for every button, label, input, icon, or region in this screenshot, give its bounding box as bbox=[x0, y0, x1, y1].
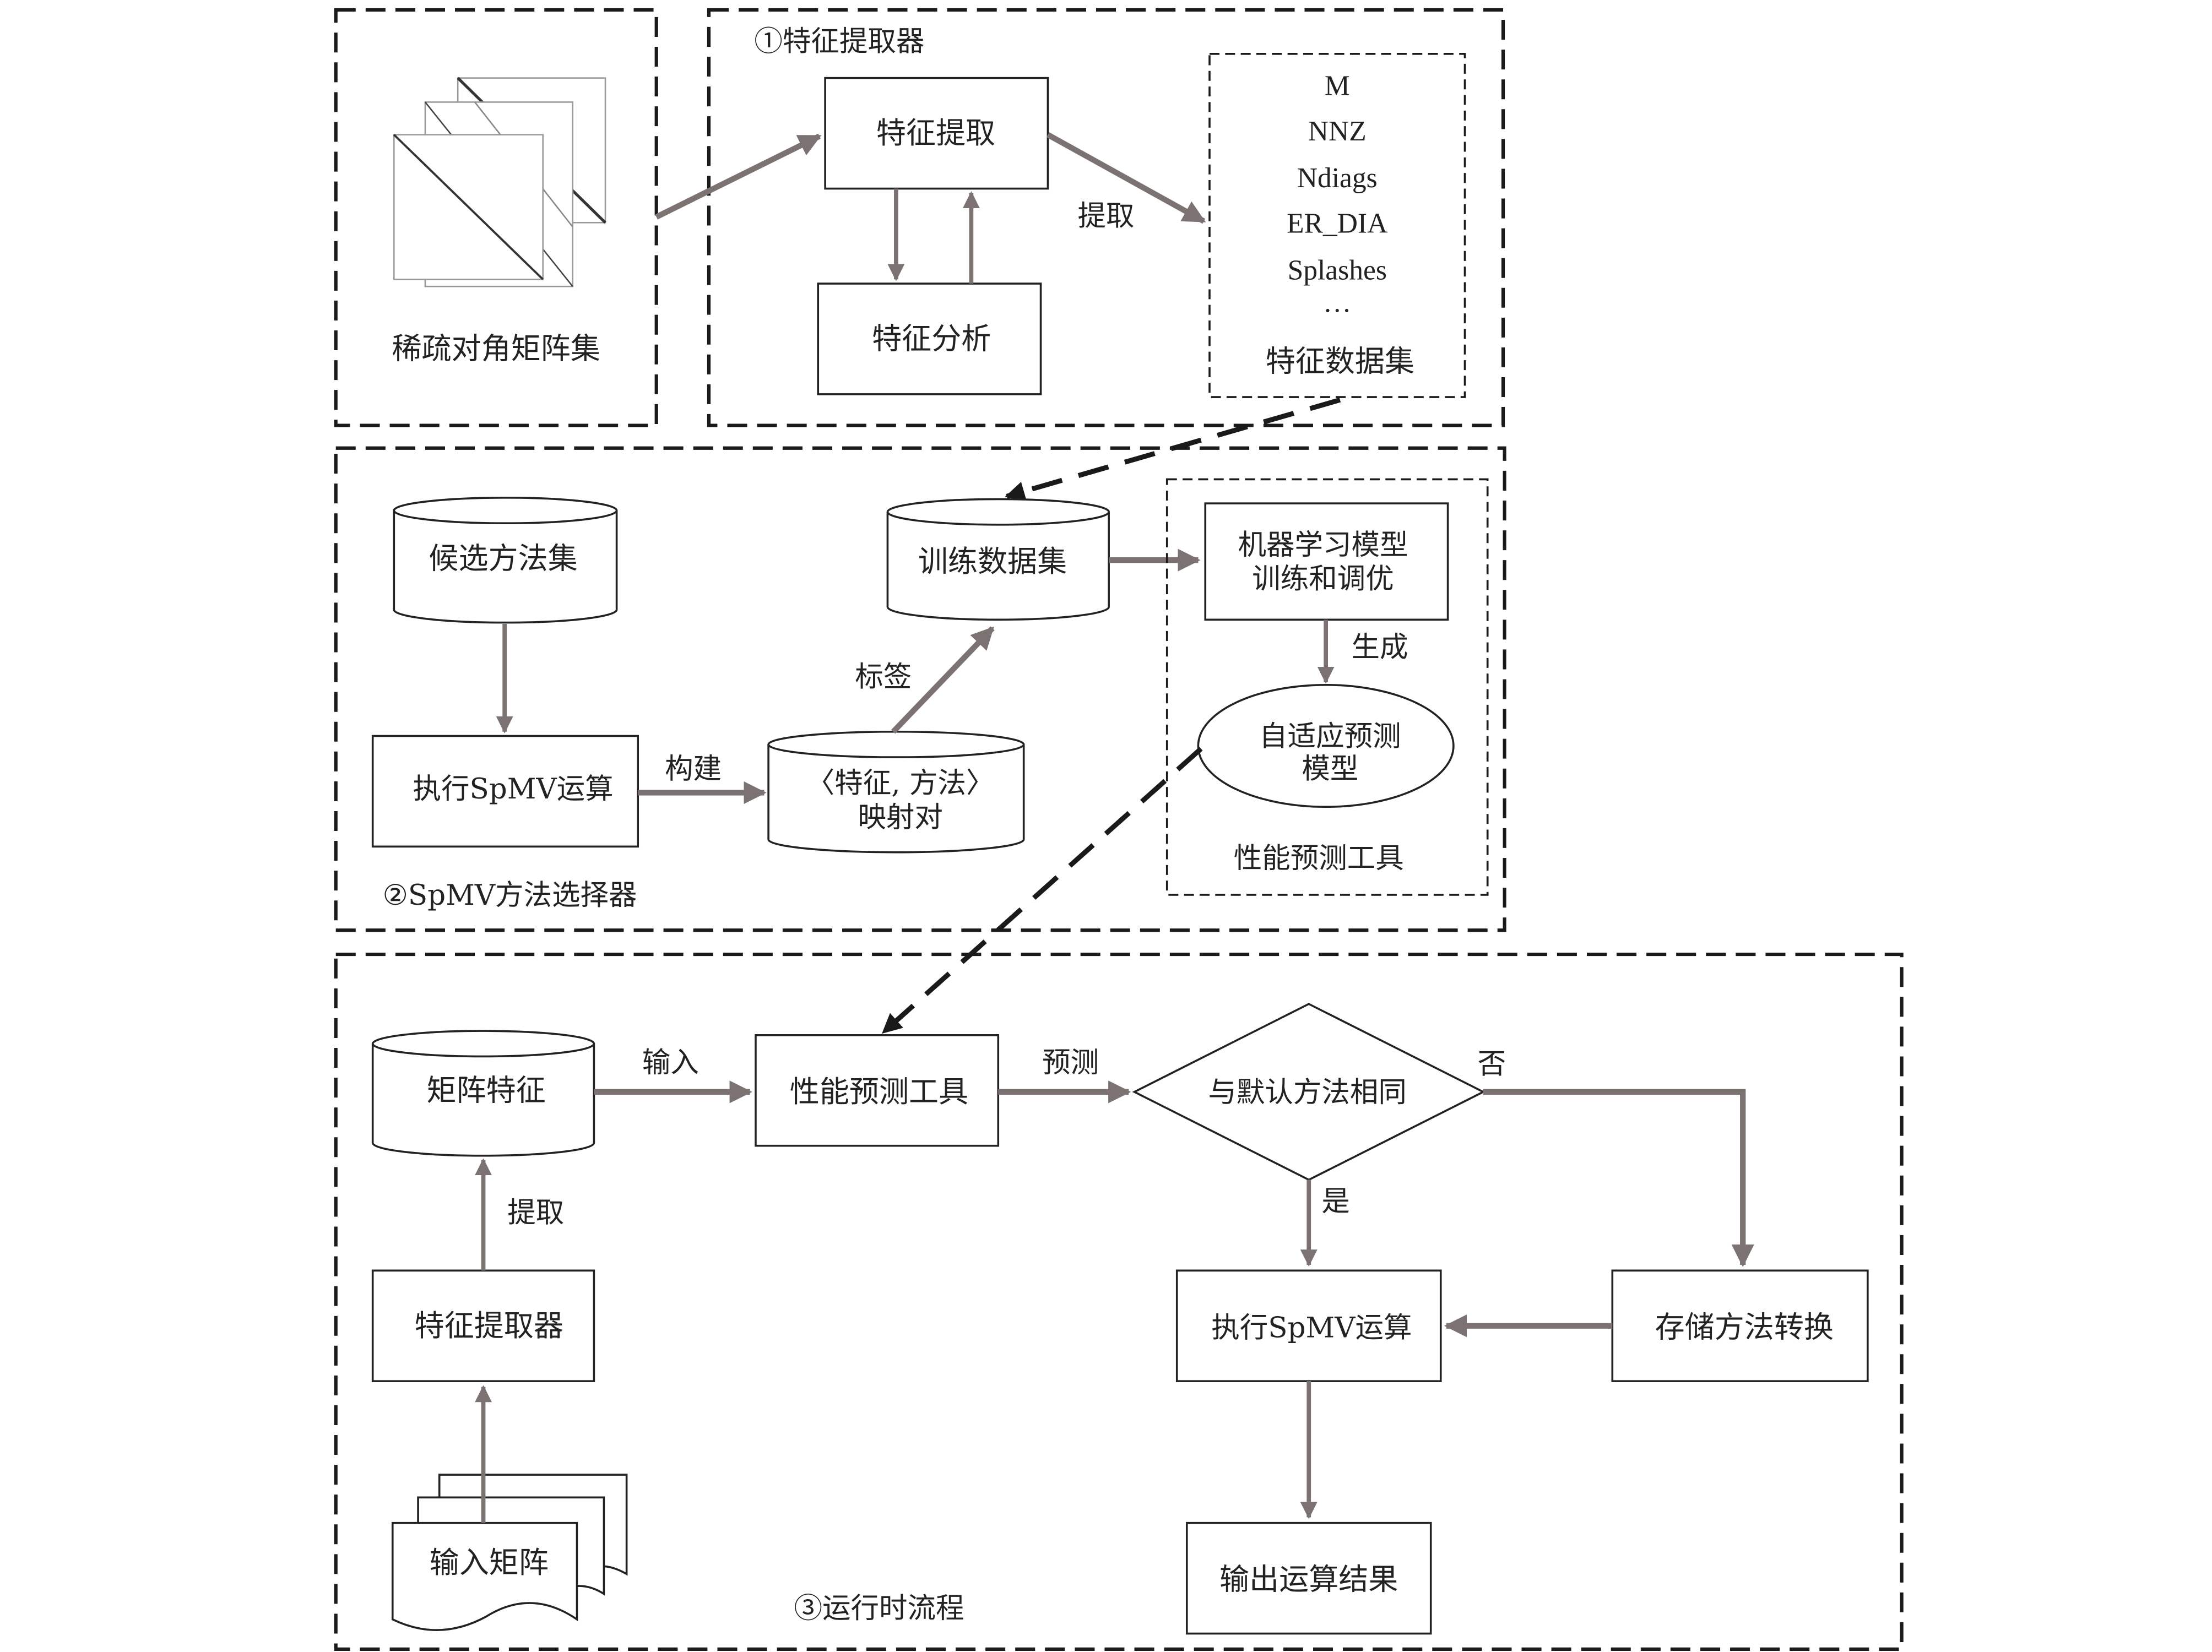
feature-dataset-label: 特征数据集 bbox=[1266, 344, 1414, 379]
feature-extractor-label: 特征提取器 bbox=[415, 1308, 563, 1343]
input-matrix-document-stack bbox=[391, 1474, 628, 1631]
output-result-box bbox=[1185, 1521, 1432, 1635]
decision-label: 与默认方法相同 bbox=[1208, 1076, 1407, 1109]
build-label: 构建 bbox=[665, 753, 722, 786]
arrow-extract-to-features bbox=[1046, 132, 1206, 224]
perf-tool-frame-label: 性能预测工具 bbox=[1234, 842, 1404, 875]
arrow-no-branch bbox=[1483, 1089, 1754, 1268]
candidate-methods-label: 候选方法集 bbox=[429, 541, 577, 576]
runtime-title: ③运行时流程 bbox=[794, 1592, 964, 1625]
training-dataset-label: 训练数据集 bbox=[918, 544, 1067, 579]
input-matrix-label: 输入矩阵 bbox=[430, 1545, 549, 1580]
generate-label: 生成 bbox=[1351, 631, 1408, 664]
feature-extract-label: 特征提取 bbox=[876, 116, 995, 150]
dashed-arrow-model-to-runtime bbox=[881, 747, 1203, 1035]
feature-dataset-frame bbox=[1208, 53, 1466, 398]
ml-train-label-2: 训练和调优 bbox=[1252, 563, 1394, 596]
mapping-pairs-label-2: 映射对 bbox=[858, 801, 943, 834]
feature-item: … bbox=[1323, 287, 1352, 319]
input-label: 输入 bbox=[642, 1046, 699, 1079]
extractor-frame bbox=[707, 8, 1505, 427]
exec-spmv-box-runtime bbox=[1175, 1269, 1442, 1382]
selector-frame bbox=[334, 446, 1506, 932]
extract-arrow-label: 提取 bbox=[1077, 199, 1134, 232]
mapping-pairs-label-1: 〈特征, 方法〉 bbox=[806, 767, 995, 800]
feature-analysis-label: 特征分析 bbox=[872, 321, 991, 356]
feature-item: Ndiags bbox=[1297, 162, 1378, 194]
adaptive-model-label-2: 模型 bbox=[1302, 753, 1358, 786]
extract-label-runtime: 提取 bbox=[507, 1197, 564, 1230]
perf-tool-label: 性能预测工具 bbox=[790, 1074, 968, 1109]
dashed-arrow-features-to-training bbox=[1005, 397, 1341, 501]
output-result-label: 输出运算结果 bbox=[1219, 1562, 1398, 1597]
exec-spmv-label-selector: 执行SpMV运算 bbox=[413, 773, 614, 806]
perf-tool-frame bbox=[1165, 478, 1489, 896]
perf-tool-box bbox=[755, 1034, 1000, 1147]
feature-extractor-box bbox=[371, 1269, 595, 1382]
matrix-set-frame bbox=[334, 8, 658, 427]
predict-label: 预测 bbox=[1042, 1046, 1099, 1079]
adaptive-model-ellipse bbox=[1197, 683, 1455, 808]
matrix-set-label: 稀疏对角矩阵集 bbox=[392, 332, 600, 366]
feature-item: NNZ bbox=[1308, 116, 1367, 147]
label-arrow-label: 标签 bbox=[855, 660, 912, 693]
feature-item: Splashes bbox=[1288, 254, 1387, 286]
feature-item: M bbox=[1325, 70, 1350, 102]
runtime-frame bbox=[334, 952, 1904, 1651]
training-dataset-cylinder bbox=[886, 498, 1110, 621]
feature-item: ER_DIA bbox=[1287, 208, 1387, 239]
matrix-features-cylinder bbox=[371, 1030, 595, 1157]
sparse-matrix-stack-icon bbox=[393, 77, 606, 287]
arrow-matrix-to-extract bbox=[655, 133, 822, 220]
yes-label: 是 bbox=[1321, 1185, 1350, 1218]
exec-spmv-label-runtime: 执行SpMV运算 bbox=[1211, 1311, 1412, 1344]
feature-extract-box bbox=[824, 77, 1049, 190]
ml-train-box bbox=[1204, 502, 1449, 621]
storage-convert-label: 存储方法转换 bbox=[1655, 1309, 1834, 1344]
feature-analysis-box bbox=[817, 282, 1042, 395]
ml-train-label-1: 机器学习模型 bbox=[1238, 529, 1408, 562]
no-label: 否 bbox=[1478, 1047, 1506, 1080]
matrix-features-label: 矩阵特征 bbox=[427, 1073, 546, 1107]
mapping-pairs-cylinder bbox=[767, 730, 1025, 854]
extractor-title: ①特征提取器 bbox=[754, 25, 924, 58]
selector-title: ②SpMV方法选择器 bbox=[383, 879, 637, 912]
candidate-methods-cylinder bbox=[393, 497, 618, 624]
adaptive-model-label-1: 自适应预测 bbox=[1259, 720, 1401, 753]
arrow-mapping-to-training bbox=[891, 626, 995, 734]
